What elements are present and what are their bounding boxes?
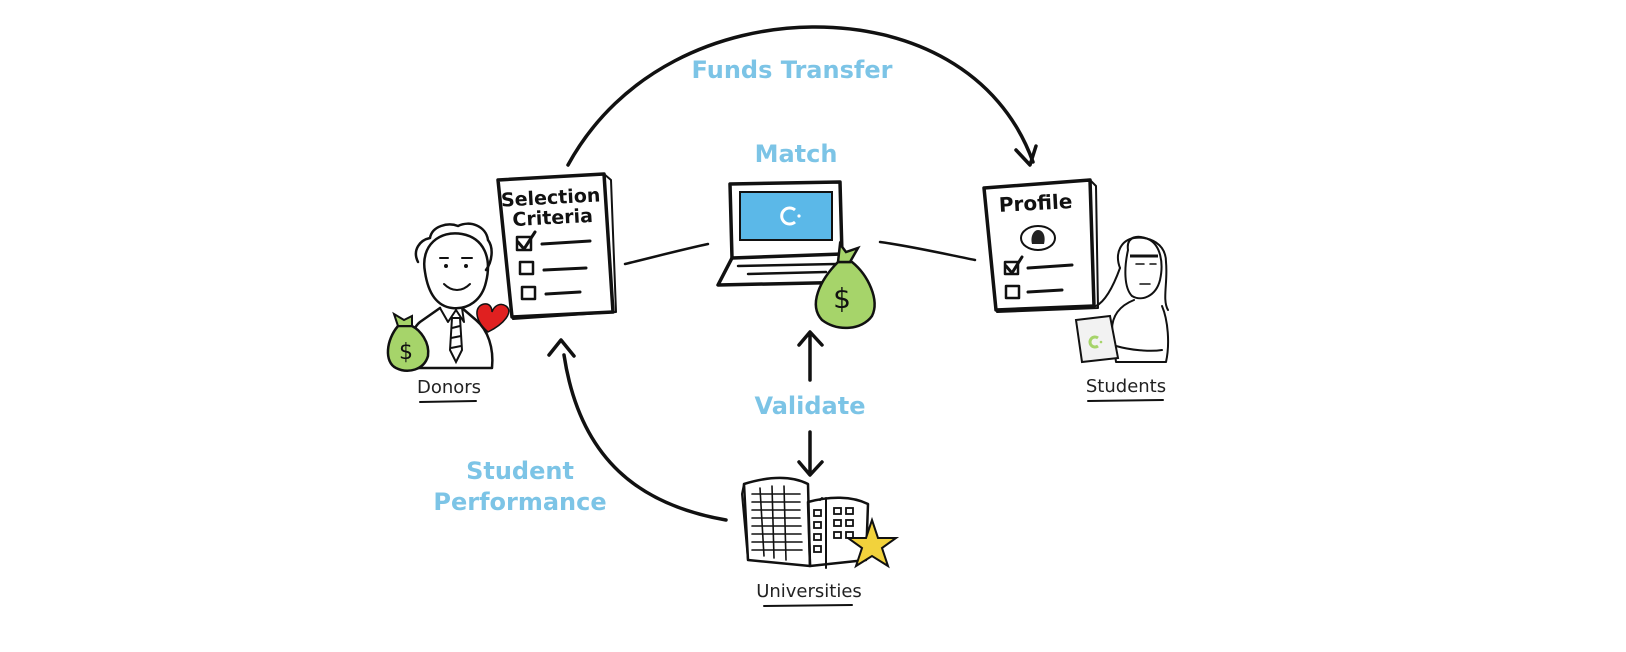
selection-criteria-title-line1: Selection <box>500 184 600 211</box>
match-to-profile-line <box>878 240 977 262</box>
funds-transfer-label: Funds Transfer <box>692 56 893 84</box>
validate-label: Validate <box>754 392 865 420</box>
selection-criteria-title-line2: Criteria <box>512 205 594 231</box>
dollar-sign: $ <box>833 282 851 315</box>
star-icon <box>844 516 900 569</box>
app-logo-icon <box>780 206 801 226</box>
universities-label: Universities <box>756 581 862 602</box>
checked-checkbox-icon <box>515 230 537 252</box>
university-buildings-icon <box>741 476 870 569</box>
laptop-screen <box>739 191 833 241</box>
funds-transfer-arrowhead <box>1014 144 1038 167</box>
funds-transfer-arrow <box>566 25 1035 167</box>
windows <box>813 507 854 553</box>
student-performance-arrowhead <box>547 338 576 358</box>
checked-checkbox-icon <box>1003 255 1024 276</box>
student-performance-arrow <box>562 353 728 522</box>
unchecked-checkbox-icon <box>518 260 535 276</box>
validate-up-arrow <box>797 330 824 382</box>
unchecked-checkbox-icon <box>520 285 537 301</box>
students-label: Students <box>1086 376 1166 397</box>
unchecked-checkbox-icon <box>1004 284 1021 300</box>
criteria-to-match-line <box>623 242 710 266</box>
student-figure <box>1095 235 1170 363</box>
money-bag-badge-icon <box>1020 225 1056 251</box>
donors-label: Donors <box>417 377 481 398</box>
universities-underline <box>763 604 853 607</box>
student-performance-label-line2: Performance <box>433 488 606 516</box>
donors-underline <box>419 400 477 403</box>
match-label: Match <box>755 140 838 168</box>
validate-down-arrow <box>797 430 824 477</box>
student-laptop-icon <box>1074 314 1120 364</box>
profile-title: Profile <box>998 189 1073 217</box>
selection-criteria-document: Selection Criteria <box>496 172 617 320</box>
heart-icon <box>476 303 510 333</box>
profile-document: Profile <box>982 178 1099 313</box>
money-bag-icon: $ <box>814 240 876 329</box>
donor-money-bag-icon: $ <box>386 311 430 372</box>
student-performance-label-line1: Student <box>466 457 574 485</box>
laptop-icon <box>716 180 862 287</box>
students-underline <box>1087 399 1164 402</box>
dollar-sign: $ <box>399 340 413 365</box>
tie <box>448 317 464 365</box>
